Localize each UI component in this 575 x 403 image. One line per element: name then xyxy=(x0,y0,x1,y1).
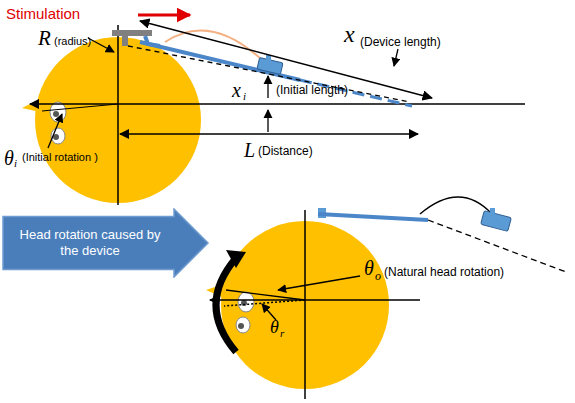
subscript: i xyxy=(243,91,246,102)
dimension-note: (radius) xyxy=(54,36,91,47)
dimension-note: (Initial length) xyxy=(276,84,348,96)
block-arrow: Head rotation caused by the device xyxy=(2,208,210,278)
horizontal-axis xyxy=(210,299,420,301)
vertical-axis xyxy=(304,210,306,399)
symbol: x xyxy=(232,80,241,100)
leader-line xyxy=(267,110,268,132)
leader-line xyxy=(278,276,360,290)
symbol: x xyxy=(344,22,355,46)
subscript: o xyxy=(375,270,381,282)
symbol: R xyxy=(38,28,51,49)
stimulation-label: Stimulation xyxy=(6,6,80,21)
horizontal-axis xyxy=(30,103,525,105)
arrow-text: Head rotation caused by the device xyxy=(12,227,168,258)
symbol: L xyxy=(244,140,255,160)
symbol: θ xyxy=(270,318,279,336)
eye xyxy=(238,292,254,312)
device-rotated xyxy=(318,197,566,272)
head-initial xyxy=(22,37,201,203)
distance-arrow xyxy=(120,133,418,135)
device-length-arrow xyxy=(140,21,432,98)
rotation-line xyxy=(224,300,305,306)
subscript: i xyxy=(14,158,17,169)
symbol: θ xyxy=(364,258,374,278)
leader-line xyxy=(267,76,268,98)
leader-line xyxy=(394,49,398,66)
eye xyxy=(236,317,250,333)
leader-line xyxy=(48,114,62,148)
eye xyxy=(50,102,66,122)
nose xyxy=(22,100,40,112)
leader-line xyxy=(88,38,114,52)
dimension-note: (Initial rotation ) xyxy=(22,152,98,163)
symbol: θ xyxy=(4,148,14,168)
head-rotated xyxy=(206,221,389,389)
stimulation-arrow xyxy=(138,14,190,17)
dimension-note: (Natural head rotation) xyxy=(384,266,504,278)
subscript: r xyxy=(280,328,284,339)
dimension-note: (Distance) xyxy=(258,145,313,157)
rotation-arc xyxy=(216,258,236,352)
natural-rotation-line xyxy=(226,290,305,300)
rotation-arc-head xyxy=(226,250,246,268)
vertical-axis xyxy=(117,25,119,205)
initial-rotation-line xyxy=(42,104,118,111)
dimension-note: (Device length) xyxy=(360,36,441,48)
